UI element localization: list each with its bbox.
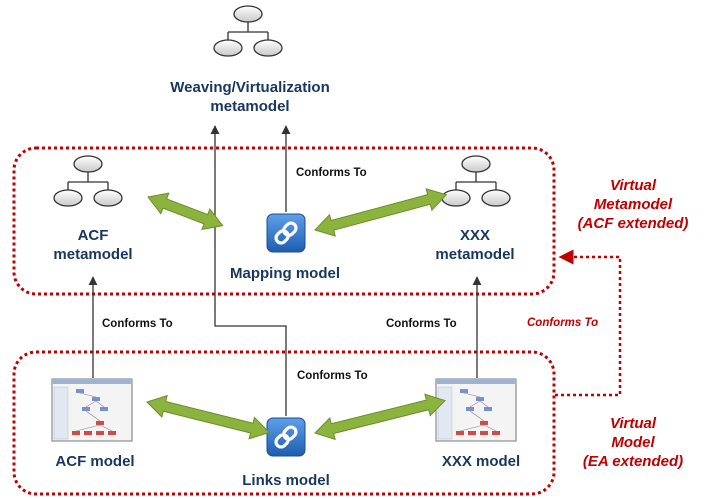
virtual-model-line2: Model <box>611 434 655 451</box>
virtual-model-group <box>12 350 556 496</box>
xxx-model-label: XXX model <box>441 453 521 470</box>
acf-metamodel-label: ACF metamodel <box>38 226 148 264</box>
screenshot-thumbnail <box>51 378 133 442</box>
conforms-to-label-xxx: Conforms To <box>386 318 457 330</box>
weaving-metamodel-label: Weaving/Virtualization metamodel <box>140 78 360 116</box>
conforms-to-label-virtual: Conforms To <box>527 317 599 329</box>
acf-metamodel-line2: metamodel <box>53 246 133 263</box>
chain-link-icon <box>266 417 306 457</box>
virtual-metamodel-line2: Metamodel <box>593 196 673 213</box>
green-double-arrow <box>147 192 224 231</box>
green-double-arrow <box>314 393 446 441</box>
tree-icon <box>441 155 511 207</box>
virtual-model-line1: Virtual <box>609 415 657 432</box>
xxx-metamodel-label: XXX metamodel <box>420 226 530 264</box>
acf-metamodel-line1: ACF <box>77 227 109 244</box>
conforms-to-label-acf: Conforms To <box>102 318 173 330</box>
virtual-metamodel-line1: Virtual <box>609 177 657 194</box>
weaving-metamodel-line1: Weaving/Virtualization <box>170 79 330 96</box>
green-double-arrow <box>314 188 448 237</box>
virtual-metamodel-group <box>12 146 556 296</box>
virtual-metamodel-caption: Virtual Metamodel (ACF extended) <box>560 176 706 233</box>
xxx-metamodel-line1: XXX <box>459 227 490 244</box>
virtual-metamodel-line3: (ACF extended) <box>577 215 689 232</box>
virtual-model-caption: Virtual Model (EA extended) <box>565 414 701 471</box>
virtual-conforms-arrow <box>555 249 622 397</box>
virtual-model-line3: (EA extended) <box>582 453 684 470</box>
green-double-arrow <box>146 394 271 440</box>
tree-icon <box>53 155 123 207</box>
conforms-to-label-mapping: Conforms To <box>296 167 367 179</box>
links-model-label: Links model <box>242 472 330 489</box>
acf-model-label: ACF model <box>55 453 135 470</box>
xxx-metamodel-line2: metamodel <box>435 246 515 263</box>
conforms-to-label-links: Conforms To <box>297 370 368 382</box>
weaving-metamodel-line2: metamodel <box>210 98 290 115</box>
mapping-model-label: Mapping model <box>230 265 340 282</box>
screenshot-thumbnail <box>435 378 517 442</box>
tree-icon <box>213 5 283 57</box>
chain-link-icon <box>266 213 306 253</box>
